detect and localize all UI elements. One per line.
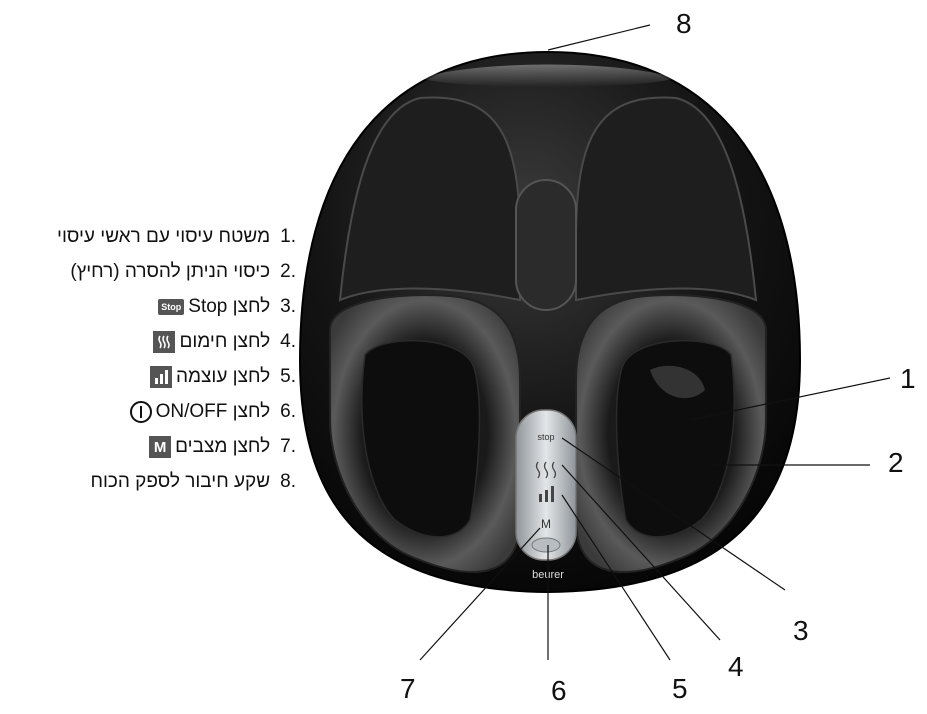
center-capsule [516,180,576,310]
callout-6: 6 [551,675,567,706]
callout-7: 7 [400,673,416,704]
svg-text:M: M [541,517,551,531]
callout-3: 3 [793,615,809,646]
mode-button[interactable]: M [541,517,551,531]
callout-2: 2 [888,447,904,478]
power-button[interactable] [532,538,560,552]
callout-1: 1 [900,363,916,394]
svg-text:stop: stop [537,432,554,442]
leader-8 [548,25,650,50]
callout-5: 5 [672,673,688,704]
callout-4: 4 [728,651,744,682]
stop-button[interactable]: stop [537,432,554,442]
callout-8: 8 [676,8,692,39]
